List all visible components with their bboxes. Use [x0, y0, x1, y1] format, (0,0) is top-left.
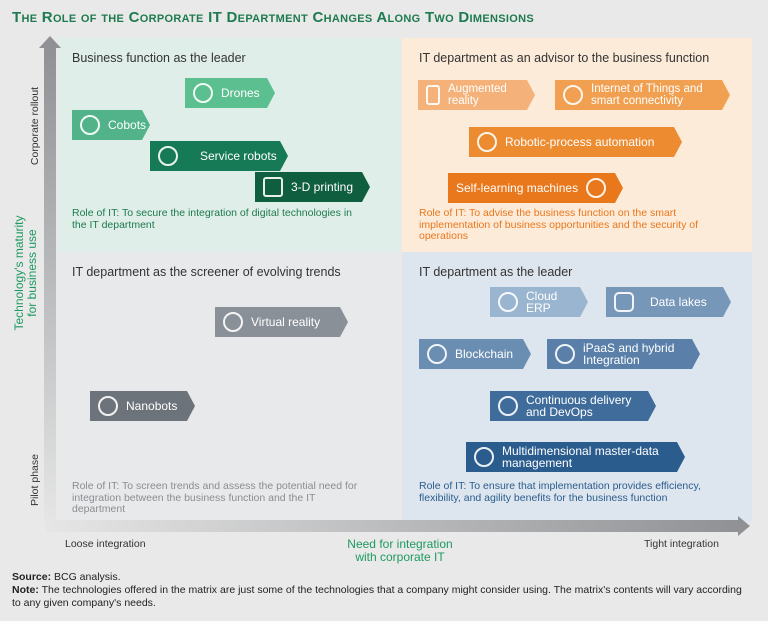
drone-icon [193, 83, 213, 103]
role-of-it: Role of IT: To secure the integration of… [72, 207, 352, 231]
tag-drones: Drones [185, 78, 275, 108]
cloud-cycle-icon [498, 396, 518, 416]
y-axis-arrow [44, 46, 56, 524]
globe-icon [563, 85, 583, 105]
tag-virtual-reality: Virtual reality [215, 307, 348, 337]
footnote: Note: The technologies offered in the ma… [12, 584, 742, 609]
sync-icon [474, 447, 494, 467]
role-of-it: Role of IT: To screen trends and assess … [72, 480, 358, 515]
tag-3d-printing: 3-D printing [255, 172, 370, 202]
x-axis-arrow [46, 520, 740, 532]
quadrant-heading: IT department as the leader [419, 265, 573, 279]
cloud-icon [498, 292, 518, 312]
robot-arm-icon [158, 146, 178, 166]
x-axis-left-label: Loose integration [65, 538, 146, 550]
robot-arrow-icon [477, 132, 497, 152]
tag-rpa: Robotic-process automation [469, 127, 682, 157]
nanobot-icon [98, 396, 118, 416]
tag-mdm: Multidimensional master-data management [466, 442, 685, 472]
quadrant-it-screener: IT department as the screener of evolvin… [58, 252, 400, 522]
phone-icon [426, 85, 440, 105]
tag-cobots: Cobots [72, 110, 150, 140]
tag-cloud-erp: Cloud ERP [490, 287, 588, 317]
tag-self-learning: Self-learning machines [448, 173, 623, 203]
quadrant-heading: IT department as an advisor to the busin… [419, 51, 710, 65]
quadrant-heading: Business function as the leader [72, 51, 246, 65]
vr-headset-icon [223, 312, 243, 332]
x-axis-arrowhead [738, 516, 750, 536]
tag-blockchain: Blockchain [419, 339, 531, 369]
lightbulb-icon [586, 178, 606, 198]
role-of-it: Role of IT: To ensure that implementatio… [419, 480, 701, 504]
y-axis-bottom-label: Pilot phase [29, 454, 41, 506]
cloud-gear-icon [555, 344, 575, 364]
database-icon [614, 292, 634, 312]
source-note: Source: BCG analysis. [12, 571, 121, 583]
tag-devops: Continuous delivery and DevOps [490, 391, 656, 421]
quadrant-heading: IT department as the screener of evolvin… [72, 265, 341, 279]
tag-ipaas: iPaaS and hybrid Integration [547, 339, 700, 369]
x-axis-right-label: Tight integration [644, 538, 719, 550]
tag-service-robots: Service robots [150, 141, 288, 171]
quadrant-it-advisor: IT department as an advisor to the busin… [402, 38, 752, 252]
tag-nanobots: Nanobots [90, 391, 195, 421]
tag-data-lakes: Data lakes [606, 287, 731, 317]
role-of-it: Role of IT: To advise the business funct… [419, 207, 698, 242]
page-title: The Role of the Corporate IT Department … [12, 9, 534, 26]
y-axis-top-label: Corporate rollout [29, 86, 41, 166]
y-axis-arrowhead [39, 36, 61, 48]
printer-icon [263, 177, 283, 197]
tag-augmented-reality: Augmented reality [418, 80, 535, 110]
chain-icon [427, 344, 447, 364]
robot-icon [80, 115, 100, 135]
tag-iot: Internet of Things and smart connectivit… [555, 80, 730, 110]
quadrant-business-leader: Business function as the leader Role of … [58, 38, 400, 252]
